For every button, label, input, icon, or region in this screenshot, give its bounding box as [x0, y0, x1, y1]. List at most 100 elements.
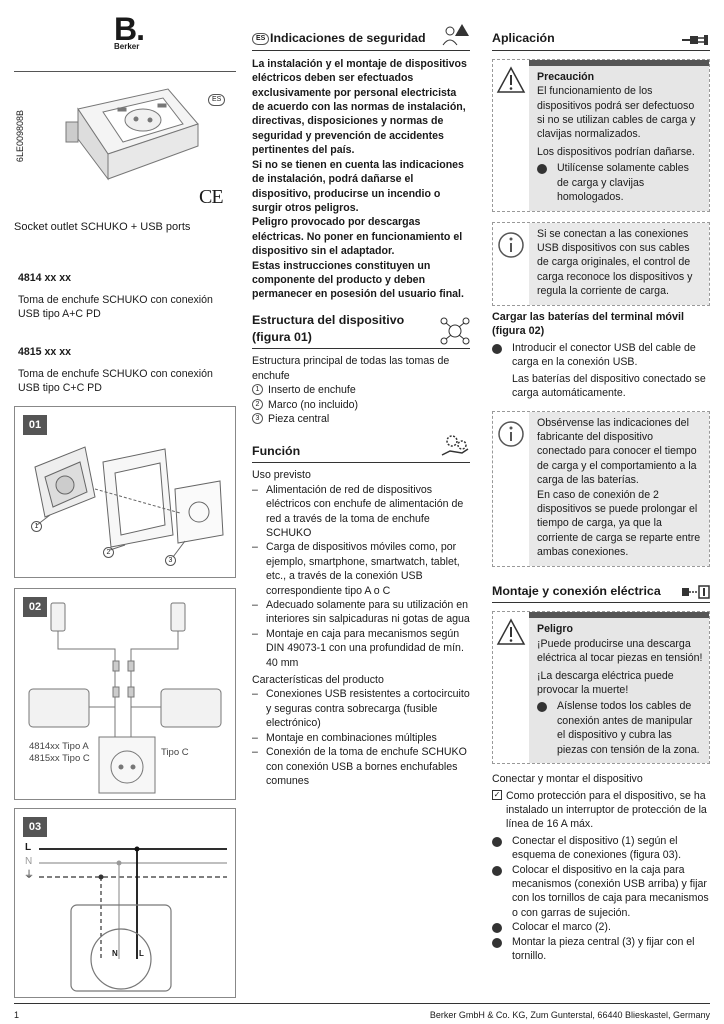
figure-01: 01 1 2 3: [14, 406, 236, 578]
danger-list: Aíslense todos los cables de conexión an…: [537, 699, 703, 757]
product-image: [65, 88, 199, 181]
features-title: Características del producto: [252, 674, 384, 687]
callout-3: 3: [165, 555, 176, 566]
list-item: Adecuado solamente para su utilización e…: [252, 598, 470, 627]
use-title: Uso previsto: [252, 469, 311, 482]
figure-tag: 02: [23, 597, 47, 617]
item-label: Marco (no incluido): [268, 398, 359, 411]
list-item: 2 Marco (no incluido): [252, 398, 470, 412]
usb-type-label: 4815xx Tipo C: [29, 753, 90, 764]
right-column: Aplicación Precaución El funcionamiento …: [492, 0, 710, 963]
list-item: Utilícense solamente cables de carga y c…: [537, 161, 703, 204]
info-side: [493, 223, 529, 305]
danger-body: Peligro ¡Puede producirse una descarga e…: [529, 612, 709, 764]
language-badge: ES: [208, 94, 226, 106]
safety-paragraph: Estas instrucciones constituyen un compo…: [252, 259, 464, 301]
danger-side: [493, 612, 529, 763]
list-item: Alimentación de red de dispositivos eléc…: [252, 483, 470, 541]
safety-paragraph: La instalación y el montaje de dispositi…: [252, 57, 467, 157]
item-number: 2: [252, 398, 263, 410]
figure-02-drawing: [28, 602, 222, 794]
application-heading: Aplicación: [492, 30, 710, 51]
warning-triangle-icon: [496, 618, 526, 646]
charge-result: Las baterías del dispositivo conectado s…: [512, 372, 706, 400]
plug-icon: [682, 34, 708, 45]
danger-title: Peligro: [537, 623, 573, 636]
language-badge: ES: [252, 33, 270, 45]
item-number: 3: [252, 413, 263, 425]
list-item: Aíslense todos los cables de conexión an…: [537, 699, 703, 757]
caution-text: Los dispositivos podrían dañarse.: [537, 145, 695, 158]
charge-title: Cargar las baterías del terminal móvil (…: [492, 310, 685, 338]
list-item: Montaje en combinaciones múltiples: [252, 731, 470, 746]
warning-triangle-icon: [496, 66, 526, 93]
company-address: Berker GmbH & Co. KG, Zum Gunterstal, 66…: [429, 1010, 710, 1020]
list-item: Colocar el dispositivo en la caja para m…: [492, 863, 710, 921]
ce-mark: CE: [199, 186, 224, 208]
info-box: Si se conectan a las conexiones USB disp…: [492, 221, 710, 306]
structure-intro: Estructura principal de todas las tomas …: [252, 355, 450, 382]
function-heading: Función: [252, 435, 470, 464]
safety-paragraph: Peligro provocado por descargas eléctric…: [252, 216, 463, 258]
mounting-heading-text: Montaje y conexión eléctrica: [492, 583, 661, 598]
article-number: 4815 xx xx: [18, 346, 72, 358]
info-body: Obsérvense las indicaciones del fabrican…: [529, 411, 709, 566]
safety-heading: ES Indicaciones de seguridad: [252, 23, 470, 51]
use-list: Alimentación de red de dispositivos eléc…: [252, 483, 470, 670]
terminal-n: N: [112, 949, 118, 958]
figure-01-drawing: [34, 446, 224, 558]
safety-paragraph: Si no se tienen en cuenta las indicacion…: [252, 158, 464, 214]
checkbox-icon: ✓: [492, 789, 502, 800]
list-item: Conexión de la toma de enchufe SCHUKO co…: [252, 745, 470, 788]
caution-box: Precaución El funcionamiento de los disp…: [492, 58, 710, 212]
figure-03: 03 L N ⏚ L N: [14, 808, 236, 998]
info-text: Obsérvense las indicaciones del fabrican…: [537, 416, 697, 487]
article-number: 4814 xx xx: [18, 272, 72, 284]
application-heading-text: Aplicación: [492, 31, 555, 45]
logo-letter: B.: [114, 11, 145, 47]
article-description: Toma de enchufe SCHUKO con conexión USB …: [18, 368, 213, 395]
logo-name: Berker: [114, 42, 140, 51]
prerequisite-text: Como protección para el dispositivo, se …: [506, 789, 707, 831]
line-label-n: N: [25, 856, 33, 867]
function-gears-icon: [441, 435, 469, 457]
line-label-l: L: [25, 842, 32, 853]
info-text: En caso de conexión de 2 dispositivos se…: [537, 488, 701, 559]
item-label: Pieza central: [268, 413, 330, 426]
caution-bar: [529, 59, 709, 66]
product-title-en: Socket outlet SCHUKO + USB ports: [14, 221, 191, 233]
safety-warning-icon: [442, 23, 469, 46]
terminal-icon: [682, 585, 710, 600]
item-label: Inserto de enchufe: [268, 384, 356, 397]
list-item: Conexiones USB resistentes a cortocircui…: [252, 687, 470, 730]
info-side: [493, 412, 529, 566]
charge-list: Introducir el conector USB del cable de …: [492, 341, 710, 370]
document-code: 6LE009808B: [15, 110, 25, 163]
danger-bar: [529, 612, 709, 619]
callout-1: 1: [31, 521, 42, 532]
prerequisite-item: ✓ Como protección para el dispositivo, s…: [492, 789, 710, 832]
callout-2: 2: [103, 547, 114, 558]
function-heading-text: Función: [252, 443, 301, 458]
caution-side: [493, 60, 529, 211]
footer-divider: [14, 1003, 710, 1004]
list-item: Conectar el dispositivo (1) según el esq…: [492, 834, 710, 863]
mounting-steps: Conectar el dispositivo (1) según el esq…: [492, 834, 710, 964]
berker-logo: B. Berker: [114, 11, 154, 53]
structure-heading-text: Estructura del dispositivo (figura 01): [252, 312, 405, 344]
divider: [14, 71, 236, 72]
danger-box: Peligro ¡Puede producirse una descarga e…: [492, 611, 710, 765]
info-body: Si se conectan a las conexiones USB disp…: [529, 222, 709, 305]
list-item: Colocar el marco (2).: [492, 920, 710, 934]
usb-type-label: Tipo C: [161, 747, 189, 758]
figure-tag: 01: [23, 415, 47, 435]
info-icon: [498, 420, 524, 447]
structure-heading: Estructura del dispositivo (figura 01): [252, 312, 470, 350]
danger-text: ¡La descarga eléctrica puede provocar la…: [537, 669, 674, 697]
safety-text: La instalación y el montaje de dispositi…: [252, 57, 470, 302]
list-item: Introducir el conector USB del cable de …: [492, 341, 710, 370]
list-item: Montar la pieza central (3) y fijar con …: [492, 935, 710, 964]
list-item: Carga de dispositivos móviles como, por …: [252, 540, 470, 598]
